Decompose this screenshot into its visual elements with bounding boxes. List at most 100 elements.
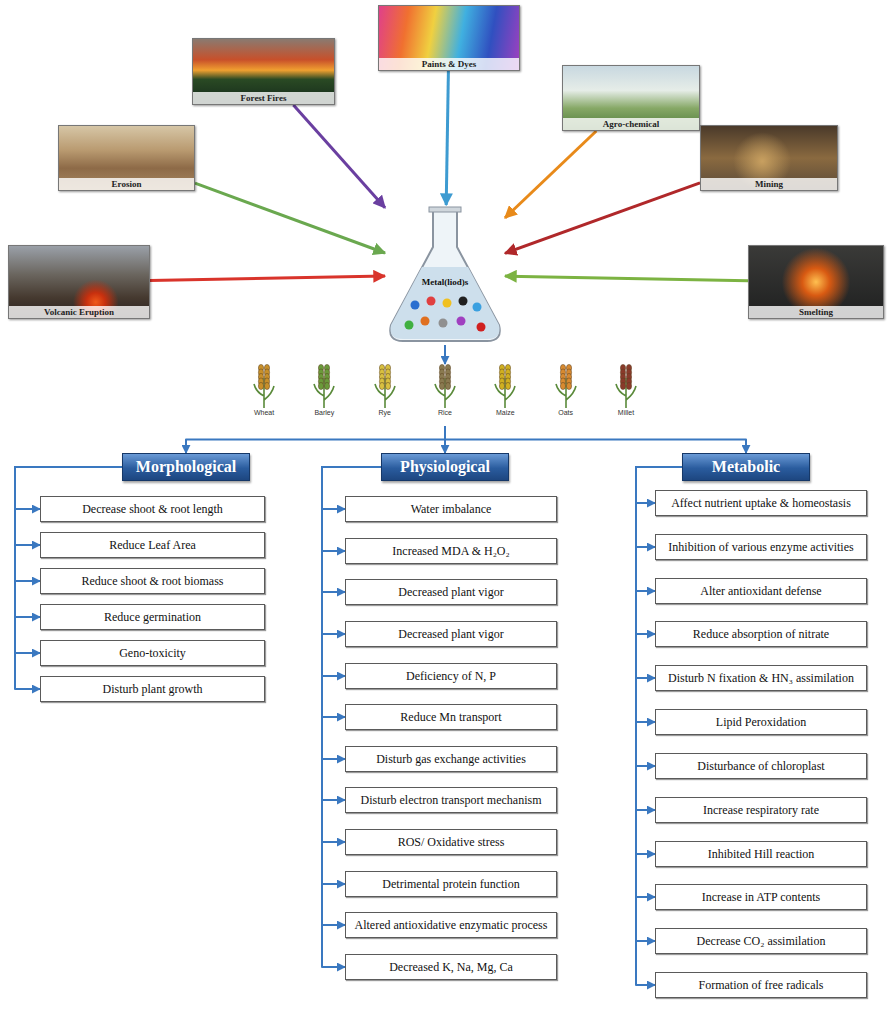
effect-text: Reduce Leaf Area: [49, 538, 256, 552]
source-photo: Agro-chemical: [562, 65, 700, 131]
crop-name: Rice: [438, 408, 452, 417]
connector: [322, 467, 381, 842]
effect-box: Decrease CO₂ assimilation: [655, 928, 867, 954]
category-header: Morphological: [122, 453, 250, 481]
crop-cell: Rye: [356, 364, 414, 426]
effect-text: Increased MDA & H₂O₂: [354, 544, 548, 558]
effect-box: ROS/ Oxidative stress: [345, 829, 557, 855]
effect-text: Altered antioxidative enzymatic process: [354, 918, 548, 932]
crop-stalk: [314, 378, 334, 408]
effect-text: Decrease CO₂ assimilation: [664, 934, 858, 948]
header-text: Metabolic: [687, 458, 805, 476]
crop-grain: [385, 382, 390, 389]
effect-box: Reduce germination: [40, 604, 265, 630]
crop-grain: [500, 382, 505, 389]
effect-box: Inhibition of various enzyme activities: [655, 534, 867, 560]
crop-grain: [445, 382, 450, 389]
crop-cell: Barley: [295, 364, 353, 426]
crop-icon: [250, 364, 278, 408]
metal-dot: [477, 323, 486, 332]
effect-text: Reduce absorption of nitrate: [664, 627, 858, 641]
crop-name: Maize: [496, 408, 515, 417]
effect-box: Disturbance of chloroplast: [655, 753, 867, 779]
effect-text: Geno-toxicity: [49, 646, 256, 660]
connector: [446, 71, 448, 205]
connector: [322, 467, 381, 925]
effect-text: Detrimental protein function: [354, 877, 548, 891]
effect-box: Decrease shoot & root length: [40, 496, 265, 522]
crop-stalk: [495, 378, 515, 408]
crop-icon: [491, 364, 519, 408]
connector: [195, 183, 385, 253]
source-caption: Erosion: [59, 178, 194, 190]
crop-stalk: [375, 378, 395, 408]
crop-icon: [310, 364, 338, 408]
category-header: Physiological: [381, 453, 509, 481]
connector: [505, 131, 596, 218]
effect-box: Inhibited Hill reaction: [655, 841, 867, 867]
effect-text: Deficiency of N, P: [354, 669, 548, 683]
effect-text: Reduce germination: [49, 610, 256, 624]
effect-text: Alter antioxidant defense: [664, 584, 858, 598]
crop-grain: [325, 382, 330, 389]
effect-text: Decreased K, Na, Mg, Ca: [354, 960, 548, 974]
crop-name: Barley: [314, 408, 334, 417]
metal-dot: [459, 297, 468, 306]
crop-name: Wheat: [254, 408, 274, 417]
flask-node: Metal(liod)s: [385, 205, 505, 345]
connector: [636, 467, 682, 591]
crop-grain: [439, 382, 444, 389]
effect-text: Decreased plant vigor: [354, 627, 548, 641]
effect-box: Decreased plant vigor: [345, 621, 557, 647]
source-photo: Smelting: [748, 245, 884, 319]
crop-icon: [612, 364, 640, 408]
effect-box: Reduce shoot & root biomass: [40, 568, 265, 594]
effect-box: Geno-toxicity: [40, 640, 265, 666]
effect-text: Lipid Peroxidation: [664, 715, 858, 729]
crop-grain: [258, 382, 263, 389]
crop-grain: [566, 382, 571, 389]
effect-text: Disturbance of chloroplast: [664, 759, 858, 773]
effect-box: Disturb gas exchange activities: [345, 746, 557, 772]
flask-glass: [390, 209, 500, 341]
crop-stalk: [556, 378, 576, 408]
crop-stalk: [616, 378, 636, 408]
connector: [505, 183, 700, 253]
source-caption: Mining: [701, 178, 837, 190]
effect-text: Decreased plant vigor: [354, 585, 548, 599]
source-caption: Volcanic Eruption: [9, 306, 149, 318]
metal-dot: [411, 301, 420, 310]
connector: [186, 426, 445, 453]
effect-box: Formation of free radicals: [655, 972, 867, 998]
effect-box: Disturb N fixation & HN₃ assimilation: [655, 665, 867, 691]
source-caption: Paints & Dyes: [379, 58, 519, 70]
source-photo: Paints & Dyes: [378, 5, 520, 71]
crop-cell: Wheat: [235, 364, 293, 426]
connector: [150, 276, 385, 281]
effect-text: Reduce Mn transport: [354, 710, 548, 724]
effect-text: Inhibited Hill reaction: [664, 847, 858, 861]
flask-rim: [429, 207, 461, 212]
connector: [505, 276, 748, 281]
crop-grain: [620, 382, 625, 389]
crop-grain: [379, 382, 384, 389]
crop-cell: Oats: [537, 364, 595, 426]
source-caption: Forest Fires: [193, 92, 334, 104]
crop-grain: [560, 382, 565, 389]
connector: [445, 426, 746, 453]
effect-text: Reduce shoot & root biomass: [49, 574, 256, 588]
source-caption: Smelting: [749, 306, 883, 318]
effect-text: Increase in ATP contents: [664, 890, 858, 904]
effect-box: Increased MDA & H₂O₂: [345, 538, 557, 564]
crop-stalk: [254, 378, 274, 408]
crop-icon: [371, 364, 399, 408]
source-photo: Mining: [700, 125, 838, 191]
effect-text: Disturb N fixation & HN₃ assimilation: [664, 671, 858, 685]
metal-dot: [443, 299, 452, 308]
category-header: Metabolic: [682, 453, 810, 481]
effect-text: Disturb electron transport mechanism: [354, 793, 548, 807]
crop-cell: Rice: [416, 364, 474, 426]
crop-icon: [552, 364, 580, 408]
crop-grain: [506, 382, 511, 389]
